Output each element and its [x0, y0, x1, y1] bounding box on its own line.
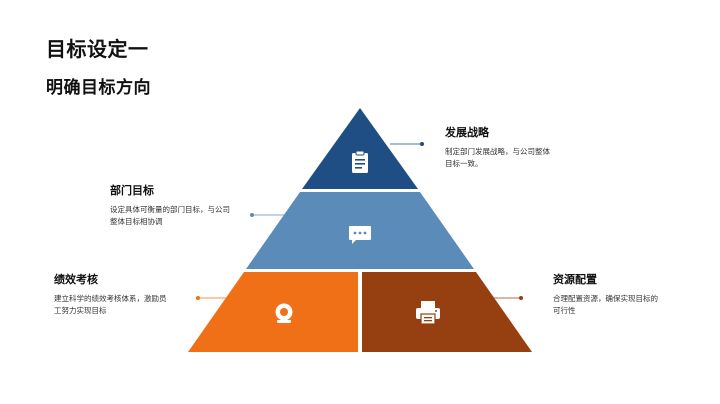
pyramid-tier-bottom-left: [188, 272, 358, 352]
desc-development-strategy: 制定部门发展战略，与公司整体目标一致。: [445, 147, 550, 168]
heading-department-goals: 部门目标: [110, 184, 154, 197]
connector-bottom-right: [488, 296, 523, 300]
connector-bottom-left: [196, 296, 236, 300]
desc-resource-allocation: 合理配置资源，确保实现目标的可行性: [553, 294, 658, 315]
connector-top: [390, 142, 424, 146]
block-middle: 部门目标 设定具体可衡量的部门目标，与公司整体目标相协调: [110, 182, 230, 228]
desc-performance-evaluation: 建立科学的绩效考核体系，激励员工努力实现目标: [54, 294, 167, 315]
desc-department-goals: 设定具体可衡量的部门目标，与公司整体目标相协调: [110, 205, 230, 226]
heading-performance-evaluation: 绩效考核: [54, 273, 98, 286]
pyramid-tier-bottom-right: [362, 272, 532, 352]
clipboard-icon: [352, 150, 368, 173]
heading-resource-allocation: 资源配置: [553, 273, 597, 286]
slide-subtitle: 明确目标方向: [46, 78, 151, 98]
pyramid-tier-top: [302, 108, 418, 189]
connector-middle: [250, 213, 300, 217]
block-bottom-left: 绩效考核 建立科学的绩效考核体系，激励员工努力实现目标: [54, 271, 172, 317]
chat-bubble-icon: [349, 226, 371, 244]
block-top: 发展战略 制定部门发展战略，与公司整体目标一致。: [445, 124, 557, 170]
block-bottom-right: 资源配置 合理配置资源，确保实现目标的可行性: [553, 271, 665, 317]
heading-development-strategy: 发展战略: [445, 126, 489, 139]
slide-title: 目标设定一: [46, 37, 149, 61]
target-icon: [275, 303, 293, 323]
printer-icon: [416, 301, 440, 325]
